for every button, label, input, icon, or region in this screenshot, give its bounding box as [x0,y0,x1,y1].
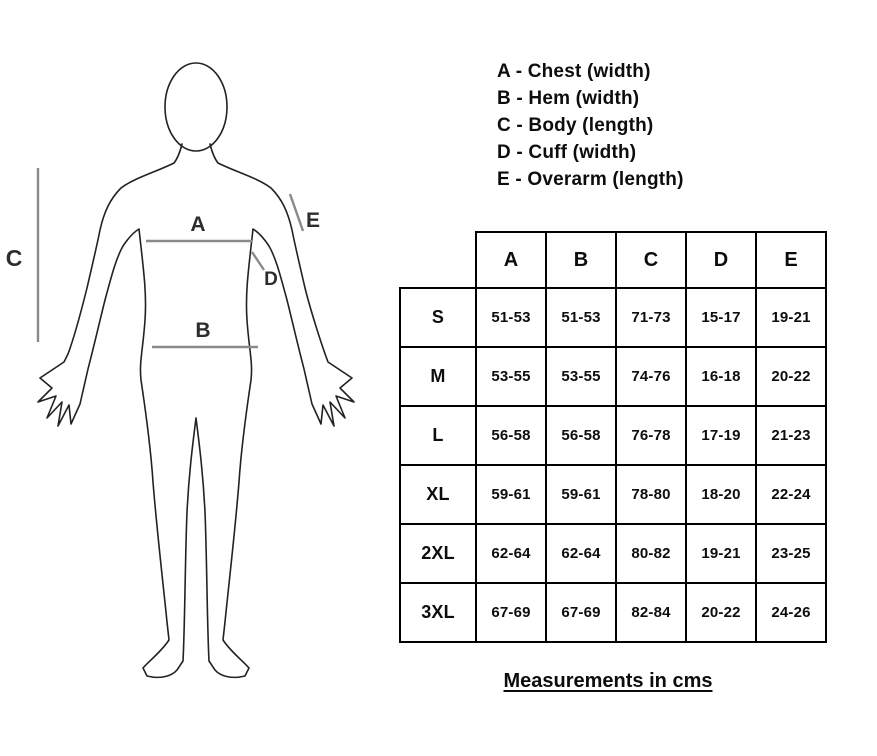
measure-line-e [288,193,305,232]
legend-item-cuff: D - Cuff (width) [497,142,637,163]
cell-value: 76-78 [615,405,687,466]
cell-value: 80-82 [615,523,687,584]
table-corner-blank [400,232,476,288]
col-header-b: B [545,231,617,289]
cell-value: 82-84 [615,582,687,643]
cell-value: 20-22 [755,346,827,407]
cell-value: 74-76 [615,346,687,407]
measure-label-a: A [190,213,205,236]
cell-value: 71-73 [615,287,687,348]
cell-value: 59-61 [475,464,547,525]
legend-item-hem: B - Hem (width) [497,88,640,109]
row-label-3xl: 3XL [399,582,477,643]
row-label-m: M [399,346,477,407]
measure-label-e: E [306,209,320,232]
cell-value: 51-53 [475,287,547,348]
body-head-outline [164,62,228,152]
cell-value: 67-69 [545,582,617,643]
measure-label-c: C [6,245,23,271]
row-label-xl: XL [399,464,477,525]
cell-value: 21-23 [755,405,827,466]
row-label-s: S [399,287,477,348]
cell-value: 56-58 [475,405,547,466]
col-header-c: C [615,231,687,289]
cell-value: 24-26 [755,582,827,643]
cell-value: 62-64 [545,523,617,584]
body-outline [37,143,355,679]
human-body-diagram: A B C D E [6,62,355,679]
cell-value: 78-80 [615,464,687,525]
measure-line-d [251,251,265,271]
cell-value: 19-21 [685,523,757,584]
table-row: 2XL 62-64 62-64 80-82 19-21 23-25 [399,523,827,584]
cell-value: 59-61 [545,464,617,525]
cell-value: 15-17 [685,287,757,348]
cell-value: 67-69 [475,582,547,643]
cell-value: 16-18 [685,346,757,407]
table-row: XL 59-61 59-61 78-80 18-20 22-24 [399,464,827,525]
col-header-e: E [755,231,827,289]
measurement-legend: A - Chest (width) B - Hem (width) C - Bo… [497,58,684,193]
table-row: L 56-58 56-58 76-78 17-19 21-23 [399,405,827,466]
measure-label-b: B [195,319,210,342]
col-header-d: D [685,231,757,289]
cell-value: 20-22 [685,582,757,643]
cell-value: 23-25 [755,523,827,584]
row-label-2xl: 2XL [399,523,477,584]
cell-value: 22-24 [755,464,827,525]
cell-value: 53-55 [475,346,547,407]
cell-value: 17-19 [685,405,757,466]
measurement-unit-note: Measurements in cms [503,670,713,692]
cell-value: 56-58 [545,405,617,466]
legend-item-chest: A - Chest (width) [497,61,651,82]
size-chart-table: A B C D E S 51-53 51-53 71-73 15-17 19-2… [399,231,827,643]
cell-value: 18-20 [685,464,757,525]
row-label-l: L [399,405,477,466]
legend-item-overarm: E - Overarm (length) [497,169,684,190]
table-row: 3XL 67-69 67-69 82-84 20-22 24-26 [399,582,827,643]
table-row: S 51-53 51-53 71-73 15-17 19-21 [399,287,827,348]
legend-item-body: C - Body (length) [497,115,654,136]
measure-label-d: D [264,269,278,290]
cell-value: 62-64 [475,523,547,584]
cell-value: 51-53 [545,287,617,348]
col-header-a: A [475,231,547,289]
table-header-row: A B C D E [400,231,827,289]
cell-value: 53-55 [545,346,617,407]
cell-value: 19-21 [755,287,827,348]
table-row: M 53-55 53-55 74-76 16-18 20-22 [399,346,827,407]
